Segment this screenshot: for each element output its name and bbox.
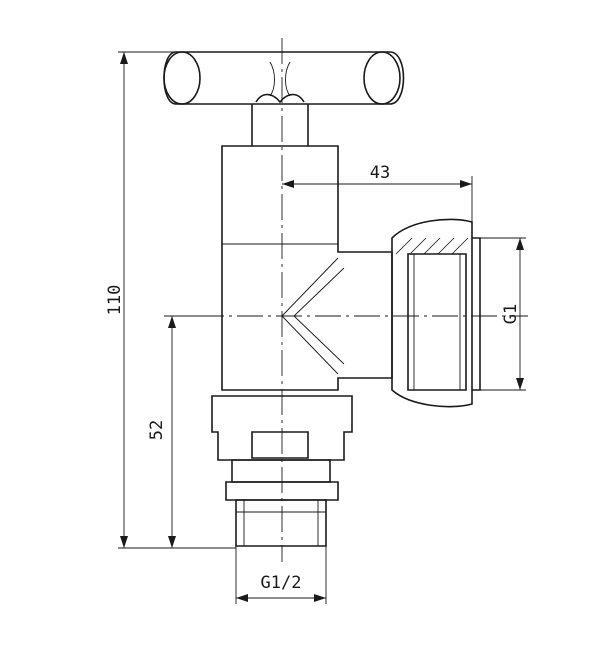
dim-inlet-thread-label: G1/2 (261, 573, 302, 593)
dim-inlet-height-label: 52 (147, 420, 167, 440)
dimension-inlet-height: 52 (147, 315, 226, 549)
valve-body (221, 145, 393, 391)
dimension-outlet-thread: G1 (480, 237, 526, 391)
dimension-overall-height: 110 (105, 51, 236, 549)
dimension-inlet-thread: G1/2 (235, 546, 327, 604)
dim-overall-height-label: 110 (105, 285, 125, 316)
dim-outlet-offset-label: 43 (370, 163, 390, 183)
dimension-outlet-offset: 43 (282, 163, 473, 238)
t-handle (163, 51, 405, 105)
outlet-nut (391, 218, 481, 408)
valve-stem (251, 104, 309, 146)
lower-hex-nut (211, 395, 353, 461)
dim-outlet-thread-label: G1 (501, 304, 521, 324)
